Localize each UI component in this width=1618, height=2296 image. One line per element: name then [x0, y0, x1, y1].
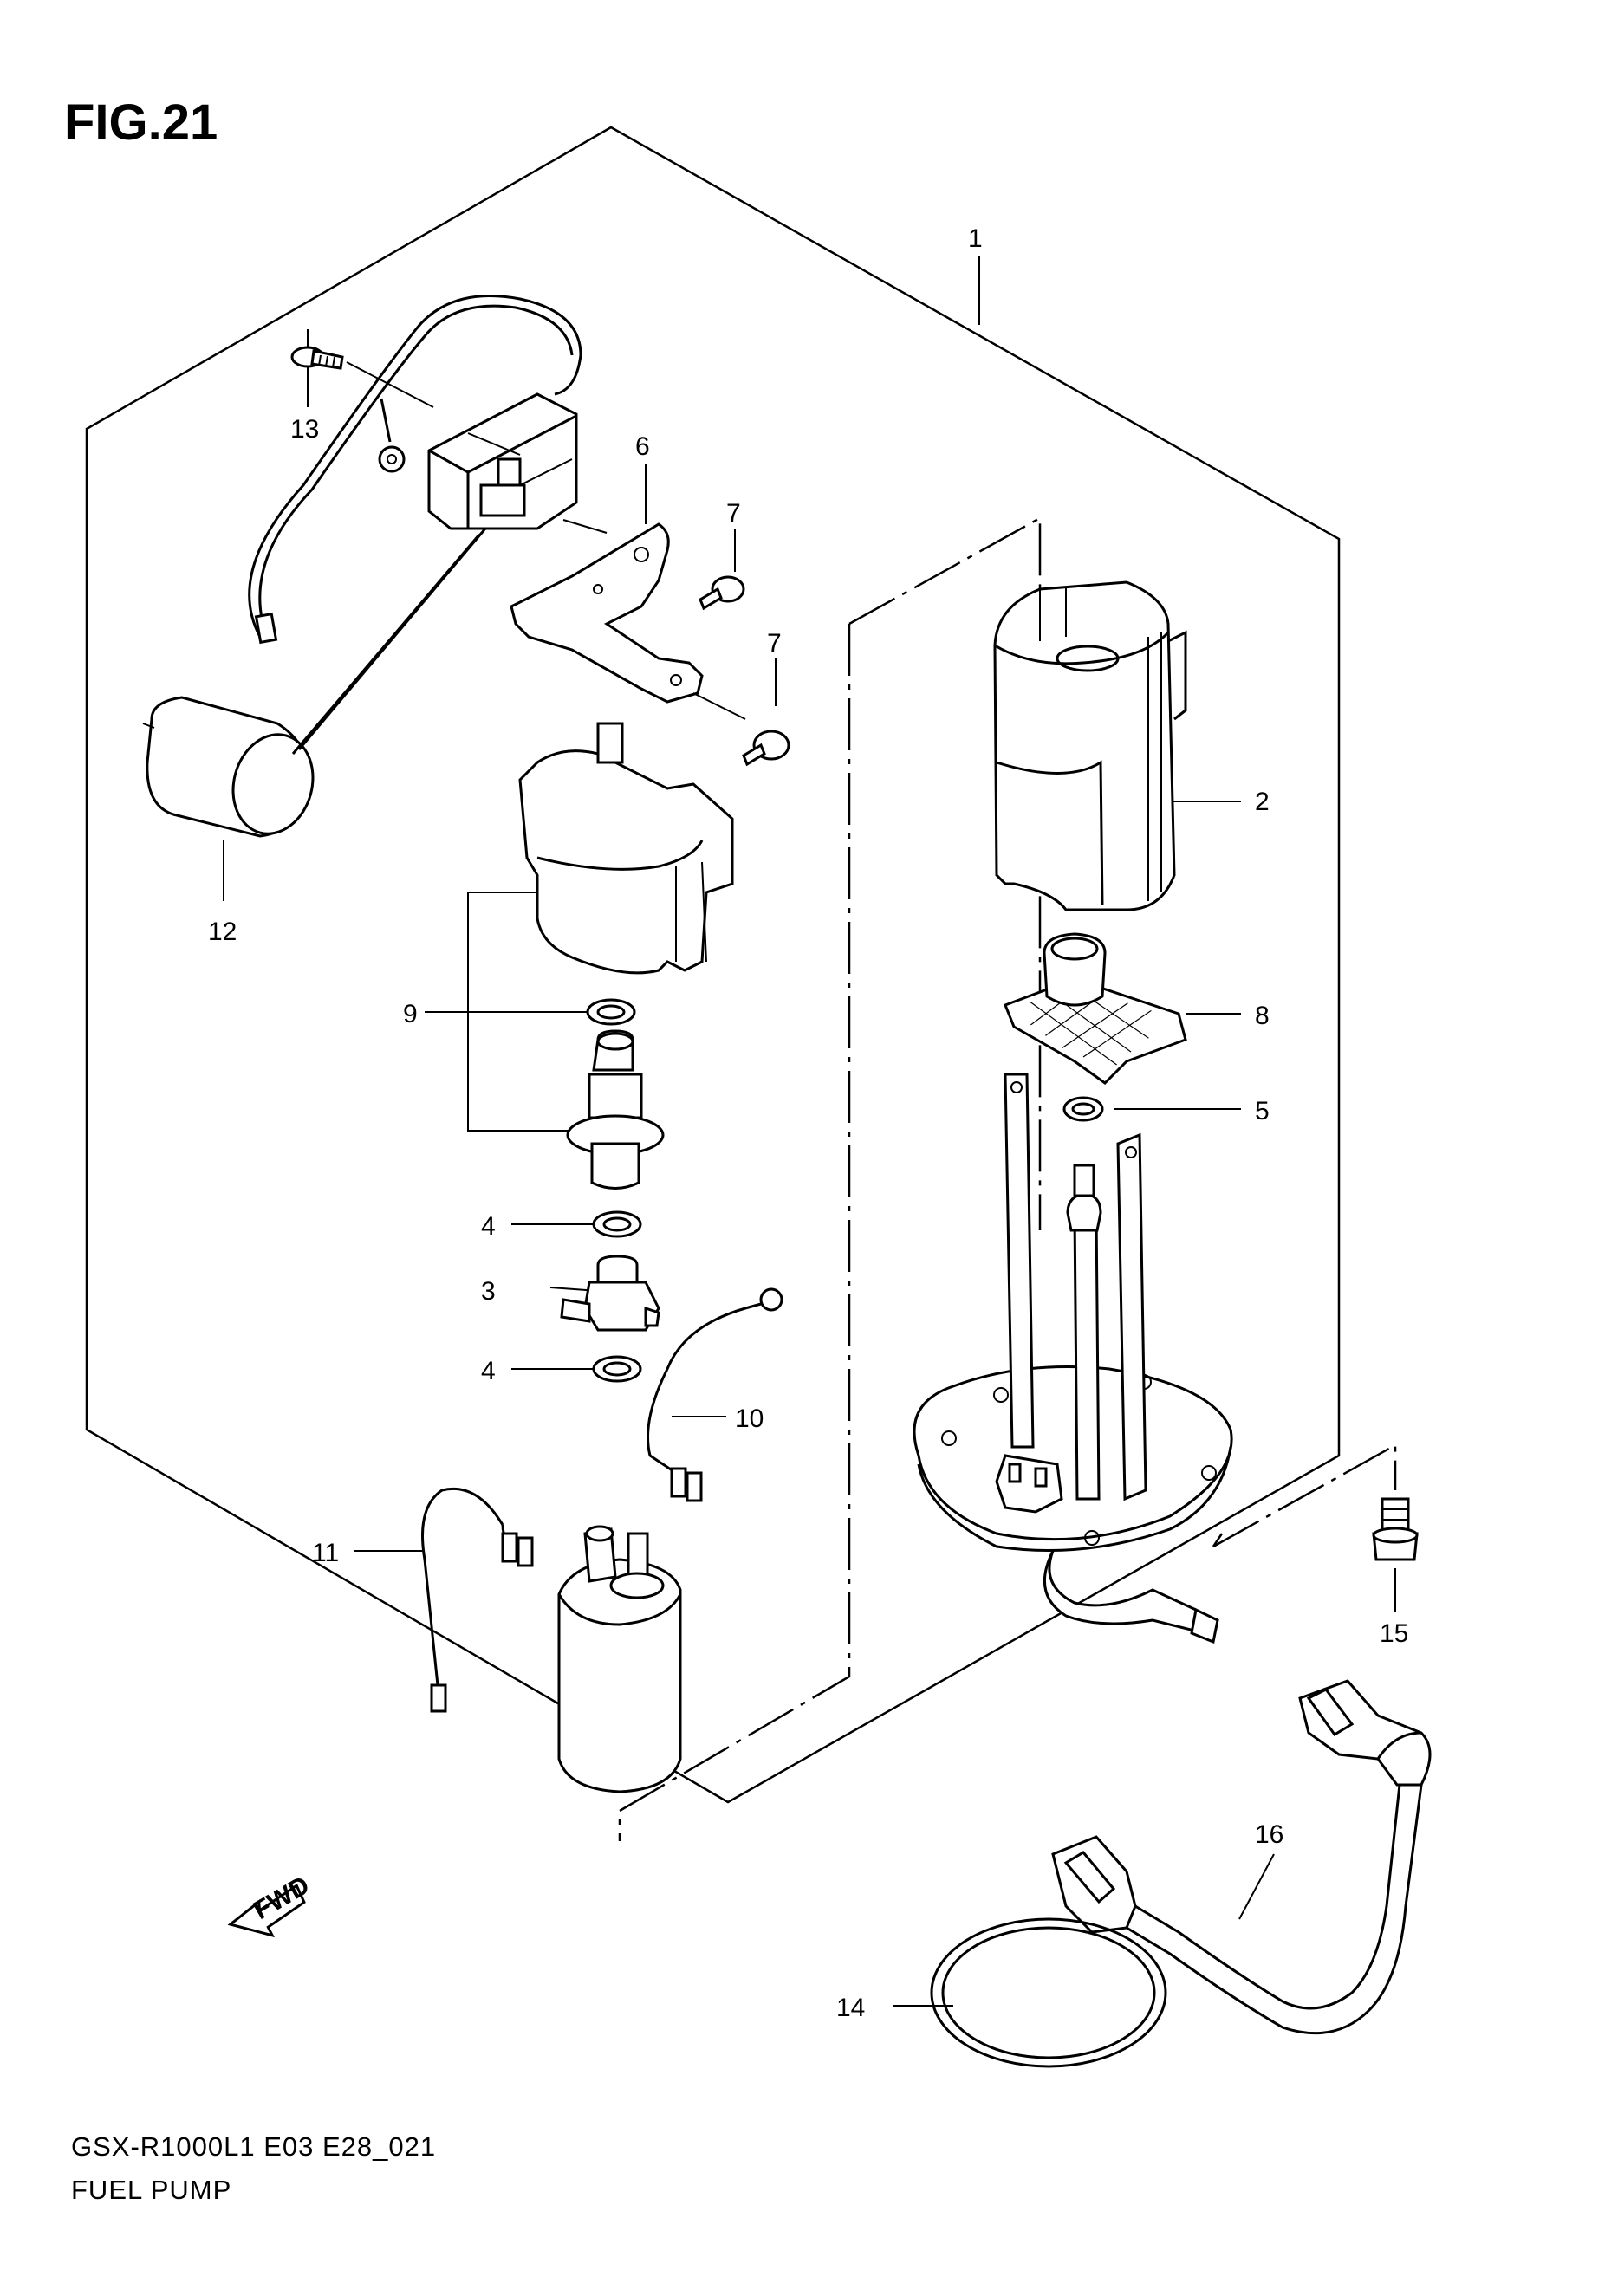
callout-numbers: 1 2 3 4 4 5 6 7 7 8 9 10 11 12 13 14 15 …: [208, 224, 1408, 2022]
figure-title: FIG.21: [64, 94, 218, 151]
callout-15: 15: [1380, 1619, 1408, 1648]
callout-13: 13: [290, 415, 319, 444]
gasket-14: [930, 1917, 1167, 2068]
o-ring-4-upper: [592, 1210, 642, 1238]
fuel-pump-motor: [557, 1525, 682, 1793]
pump-bracket-plate: [913, 1073, 1233, 1644]
callout-2: 2: [1255, 788, 1270, 816]
callout-8: 8: [1255, 1002, 1270, 1030]
callout-1: 1: [968, 224, 983, 253]
pressure-regulator-cover: [518, 722, 734, 975]
model-code: GSX-R1000L1 E03 E28_021: [71, 2131, 437, 2162]
lead-wire-10: [647, 1287, 783, 1502]
callout-10: 10: [735, 1404, 764, 1433]
pump-case: [993, 580, 1187, 911]
callout-16: 16: [1255, 1820, 1283, 1849]
bolt-15: [1372, 1497, 1419, 1561]
callout-7-lower: 7: [767, 629, 782, 658]
regulator-bracket: [510, 519, 746, 720]
o-ring-9: [586, 998, 636, 1026]
forward-direction-arrow: FWD: [227, 1871, 315, 1938]
screw-7-lower: [742, 730, 790, 767]
pressure-regulator: [566, 1029, 665, 1190]
figure-name: FUEL PUMP: [71, 2175, 232, 2205]
callout-4-lower: 4: [481, 1357, 496, 1385]
lead-wire-11: [421, 1487, 534, 1713]
o-ring-4-lower: [592, 1355, 642, 1383]
callout-14: 14: [836, 1994, 865, 2022]
callout-11: 11: [312, 1539, 339, 1567]
callout-leaders: [223, 256, 1396, 2007]
fuel-filter: [1004, 932, 1187, 1085]
callout-7-upper: 7: [726, 499, 741, 528]
callout-4-upper: 4: [481, 1212, 496, 1241]
fuel-hose-16: [1051, 1679, 1432, 2035]
screw-13: [290, 346, 521, 456]
callout-12: 12: [208, 918, 237, 946]
fuel-fitting-3: [560, 1255, 660, 1332]
callout-3: 3: [481, 1277, 496, 1306]
callout-9: 9: [403, 1000, 418, 1028]
screw-7-upper: [699, 575, 745, 611]
assembly-outline: [85, 126, 1397, 1841]
callout-5: 5: [1255, 1097, 1270, 1125]
o-ring-5: [1062, 1096, 1104, 1122]
fuel-level-gauge: [142, 295, 582, 838]
callout-6: 6: [635, 432, 650, 461]
